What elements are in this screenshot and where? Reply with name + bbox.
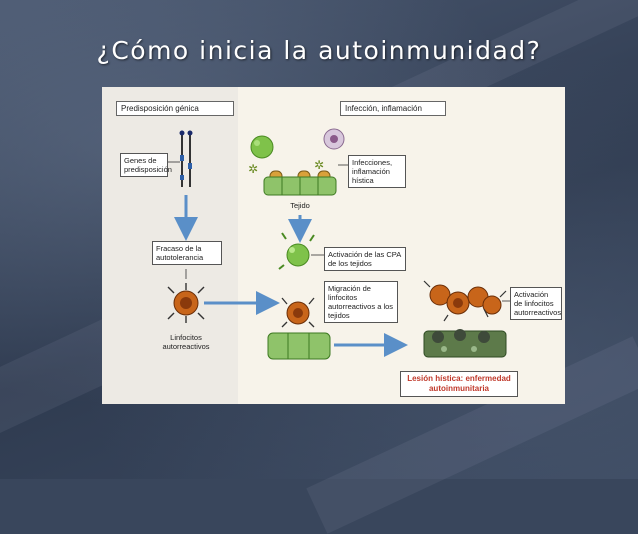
migration-label: Migración de linfocitos autorreactivos a… xyxy=(324,281,398,323)
lymphocytes-label: Linfocitos autorreactivos xyxy=(162,333,210,351)
left-section-header: Predisposición génica xyxy=(116,101,234,116)
damaged-tissue-icon xyxy=(423,329,507,358)
right-section-header: Infección, inflamación xyxy=(340,101,446,116)
lymphocyte-icon xyxy=(167,283,205,323)
apc-activation-label: Activación de las CPA de los tejidos xyxy=(324,247,406,271)
tissue-label: Tejido xyxy=(290,201,310,210)
svg-text:✲: ✲ xyxy=(314,158,324,172)
diagram-graphics: ✲ ✲ xyxy=(167,128,510,360)
tissue-icon xyxy=(267,332,331,360)
genes-label: Genes de predisposición xyxy=(120,153,172,177)
lymphocyte-cluster-icon xyxy=(423,280,507,322)
tissue-icon xyxy=(263,170,337,196)
slide-title: ¿Cómo inicia la autoinmunidad? xyxy=(96,36,542,65)
svg-text:✲: ✲ xyxy=(248,162,258,176)
apc-icon xyxy=(278,232,315,270)
lesion-label: Lesión hística: enfermedad autoinmunitar… xyxy=(400,371,518,397)
infections-label: Infecciones, inflamación hística xyxy=(348,155,406,188)
lymphocyte-activation-label: Activación de linfocitos autorreactivos xyxy=(510,287,562,320)
lymphocyte-icon xyxy=(281,297,315,328)
chromosome-icon xyxy=(179,130,193,187)
infection-cells-icon: ✲ ✲ xyxy=(248,128,345,176)
failure-label: Fracaso de la autotolerancia xyxy=(152,241,222,265)
autoimmunity-diagram: ✲ ✲ xyxy=(102,87,565,404)
